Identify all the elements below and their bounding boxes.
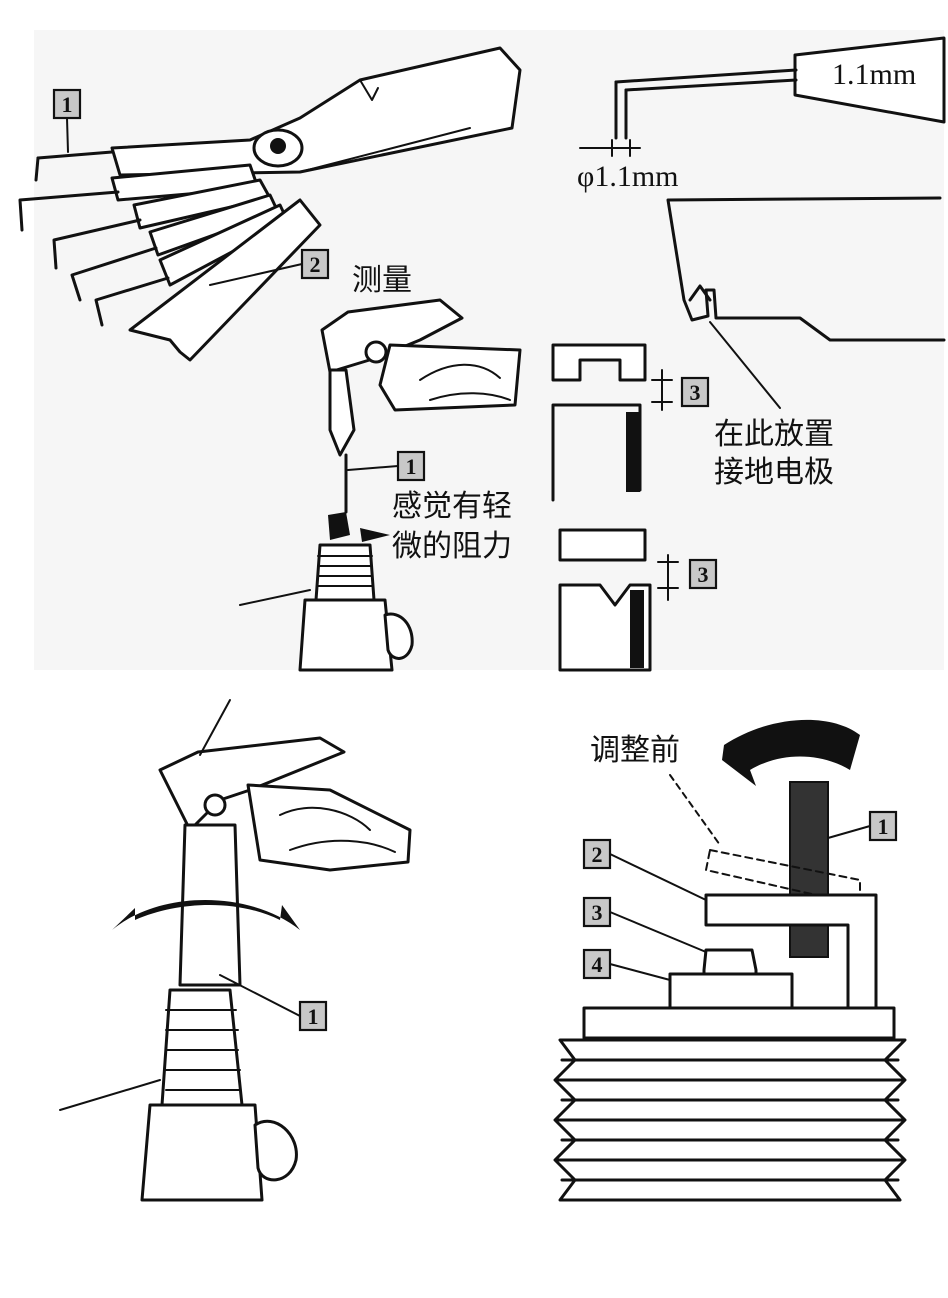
top-panel: 1 2 测量 [18, 30, 946, 672]
insulator [668, 972, 794, 1010]
svg-text:2: 2 [592, 842, 603, 867]
plug-body-top [582, 1006, 896, 1040]
counterclockwise-arrow [722, 719, 860, 786]
label-wire-thickness: 1.1mm [832, 58, 916, 91]
gauge-wire-top [36, 150, 114, 160]
label-wire-diameter: φ1.1mm [577, 160, 678, 193]
center-electrode [702, 948, 758, 977]
svg-text:1: 1 [406, 454, 417, 479]
rotation-arrow [112, 900, 300, 930]
tag-insulator: 4 [582, 948, 671, 981]
tag-center-electrode: 3 [582, 896, 707, 953]
svg-text:4: 4 [592, 952, 603, 977]
gap-detail-lower [558, 528, 679, 672]
tag-tool-bottom-right: 1 [827, 810, 898, 842]
label-resistance-line2: 微的阻力 [392, 529, 512, 564]
tag-gauge-wire: 1 [52, 88, 82, 153]
label-measure: 测量 [352, 263, 412, 298]
svg-text:1: 1 [308, 1004, 319, 1029]
tag-gap-upper: 3 [680, 376, 710, 408]
electrode-before-adjust [705, 849, 861, 906]
tag-tool-bottom-left: 1 [219, 974, 328, 1032]
label-place-line2: 接地电极 [714, 455, 834, 490]
label-place-line1: 在此放置 [714, 417, 834, 452]
tag-ground-electrode: 2 [582, 838, 707, 901]
spark-plug-top [239, 512, 414, 672]
ground-electrode-shape [666, 196, 946, 409]
feeler-gauge-set [18, 46, 522, 362]
tag-gauge-wire-measure: 1 [347, 450, 426, 482]
svg-text:1: 1 [62, 92, 73, 117]
label-before-adjust: 调整前 [590, 733, 680, 768]
svg-text:3: 3 [592, 900, 603, 925]
tag-gap-lower: 3 [688, 558, 718, 590]
tag-gauge-blade: 2 [209, 248, 330, 286]
gauge-blade [128, 198, 322, 362]
gap-detail-upper [551, 343, 673, 502]
bottom-left-adjust-scene: 1 [59, 699, 412, 1202]
label-resistance-line1: 感觉有轻 [392, 489, 512, 524]
bottom-right-electrode-detail: 调整前 1 2 3 4 [553, 719, 907, 1202]
measuring-hand [320, 298, 522, 514]
svg-text:3: 3 [698, 562, 709, 587]
svg-text:2: 2 [310, 252, 321, 277]
svg-text:3: 3 [690, 380, 701, 405]
wire-gauge-dimension [579, 36, 946, 157]
svg-text:1: 1 [878, 814, 889, 839]
